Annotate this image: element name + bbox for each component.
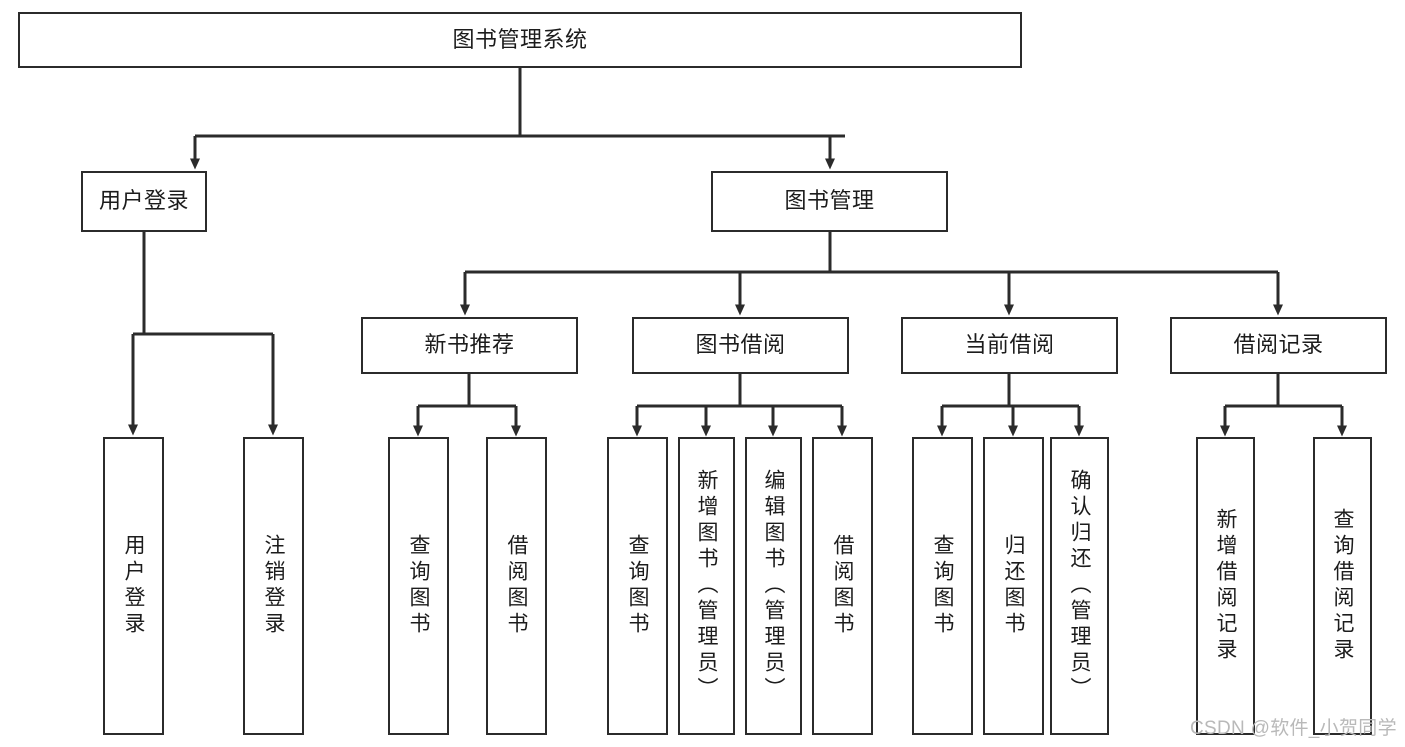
node-confirm-return-admin[interactable]: 确认归还（管理员） — [1050, 437, 1109, 735]
node-user-login-do[interactable]: 用户登录 — [103, 437, 164, 735]
node-borrow-book-2-label: 借阅图书 — [831, 534, 854, 638]
node-borrow-book-2[interactable]: 借阅图书 — [812, 437, 873, 735]
node-user-logout-label: 注销登录 — [262, 534, 285, 638]
node-return-book-label: 归还图书 — [1002, 534, 1025, 638]
node-current-borrow-label: 当前借阅 — [964, 332, 1055, 358]
node-edit-book-admin[interactable]: 编辑图书（管理员） — [745, 437, 802, 735]
node-query-book-1[interactable]: 查询图书 — [388, 437, 449, 735]
node-query-borrow-record[interactable]: 查询借阅记录 — [1313, 437, 1372, 735]
node-query-book-1-label: 查询图书 — [407, 534, 430, 638]
node-book-manage[interactable]: 图书管理 — [711, 171, 948, 232]
node-add-book-admin-label: 新增图书（管理员） — [695, 469, 718, 703]
node-add-borrow-record[interactable]: 新增借阅记录 — [1196, 437, 1255, 735]
node-new-book-recommend[interactable]: 新书推荐 — [361, 317, 578, 374]
node-query-book-3[interactable]: 查询图书 — [912, 437, 973, 735]
node-return-book[interactable]: 归还图书 — [983, 437, 1044, 735]
node-user-login-do-label: 用户登录 — [122, 534, 145, 638]
node-add-borrow-record-label: 新增借阅记录 — [1214, 508, 1237, 664]
node-borrow-record-label: 借阅记录 — [1233, 332, 1324, 358]
csdn-watermark: CSDN @软件_小贺同学 — [1190, 718, 1397, 739]
node-book-manage-label: 图书管理 — [784, 188, 875, 214]
node-current-borrow[interactable]: 当前借阅 — [901, 317, 1118, 374]
node-query-book-2-label: 查询图书 — [626, 534, 649, 638]
node-new-book-recommend-label: 新书推荐 — [424, 332, 515, 358]
node-query-book-2[interactable]: 查询图书 — [607, 437, 668, 735]
node-user-login-label: 用户登录 — [98, 188, 189, 214]
node-query-borrow-record-label: 查询借阅记录 — [1331, 508, 1354, 664]
node-borrow-book-1-label: 借阅图书 — [505, 534, 528, 638]
node-book-borrow-label: 图书借阅 — [695, 332, 786, 358]
node-borrow-record[interactable]: 借阅记录 — [1170, 317, 1387, 374]
node-book-borrow[interactable]: 图书借阅 — [632, 317, 849, 374]
node-root-label: 图书管理系统 — [452, 26, 588, 52]
node-add-book-admin[interactable]: 新增图书（管理员） — [678, 437, 735, 735]
node-edit-book-admin-label: 编辑图书（管理员） — [762, 469, 785, 703]
node-query-book-3-label: 查询图书 — [931, 534, 954, 638]
node-root[interactable]: 图书管理系统 — [18, 12, 1022, 68]
node-confirm-return-admin-label: 确认归还（管理员） — [1068, 469, 1091, 703]
node-borrow-book-1[interactable]: 借阅图书 — [486, 437, 547, 735]
node-user-login[interactable]: 用户登录 — [81, 171, 207, 232]
node-user-logout[interactable]: 注销登录 — [243, 437, 304, 735]
